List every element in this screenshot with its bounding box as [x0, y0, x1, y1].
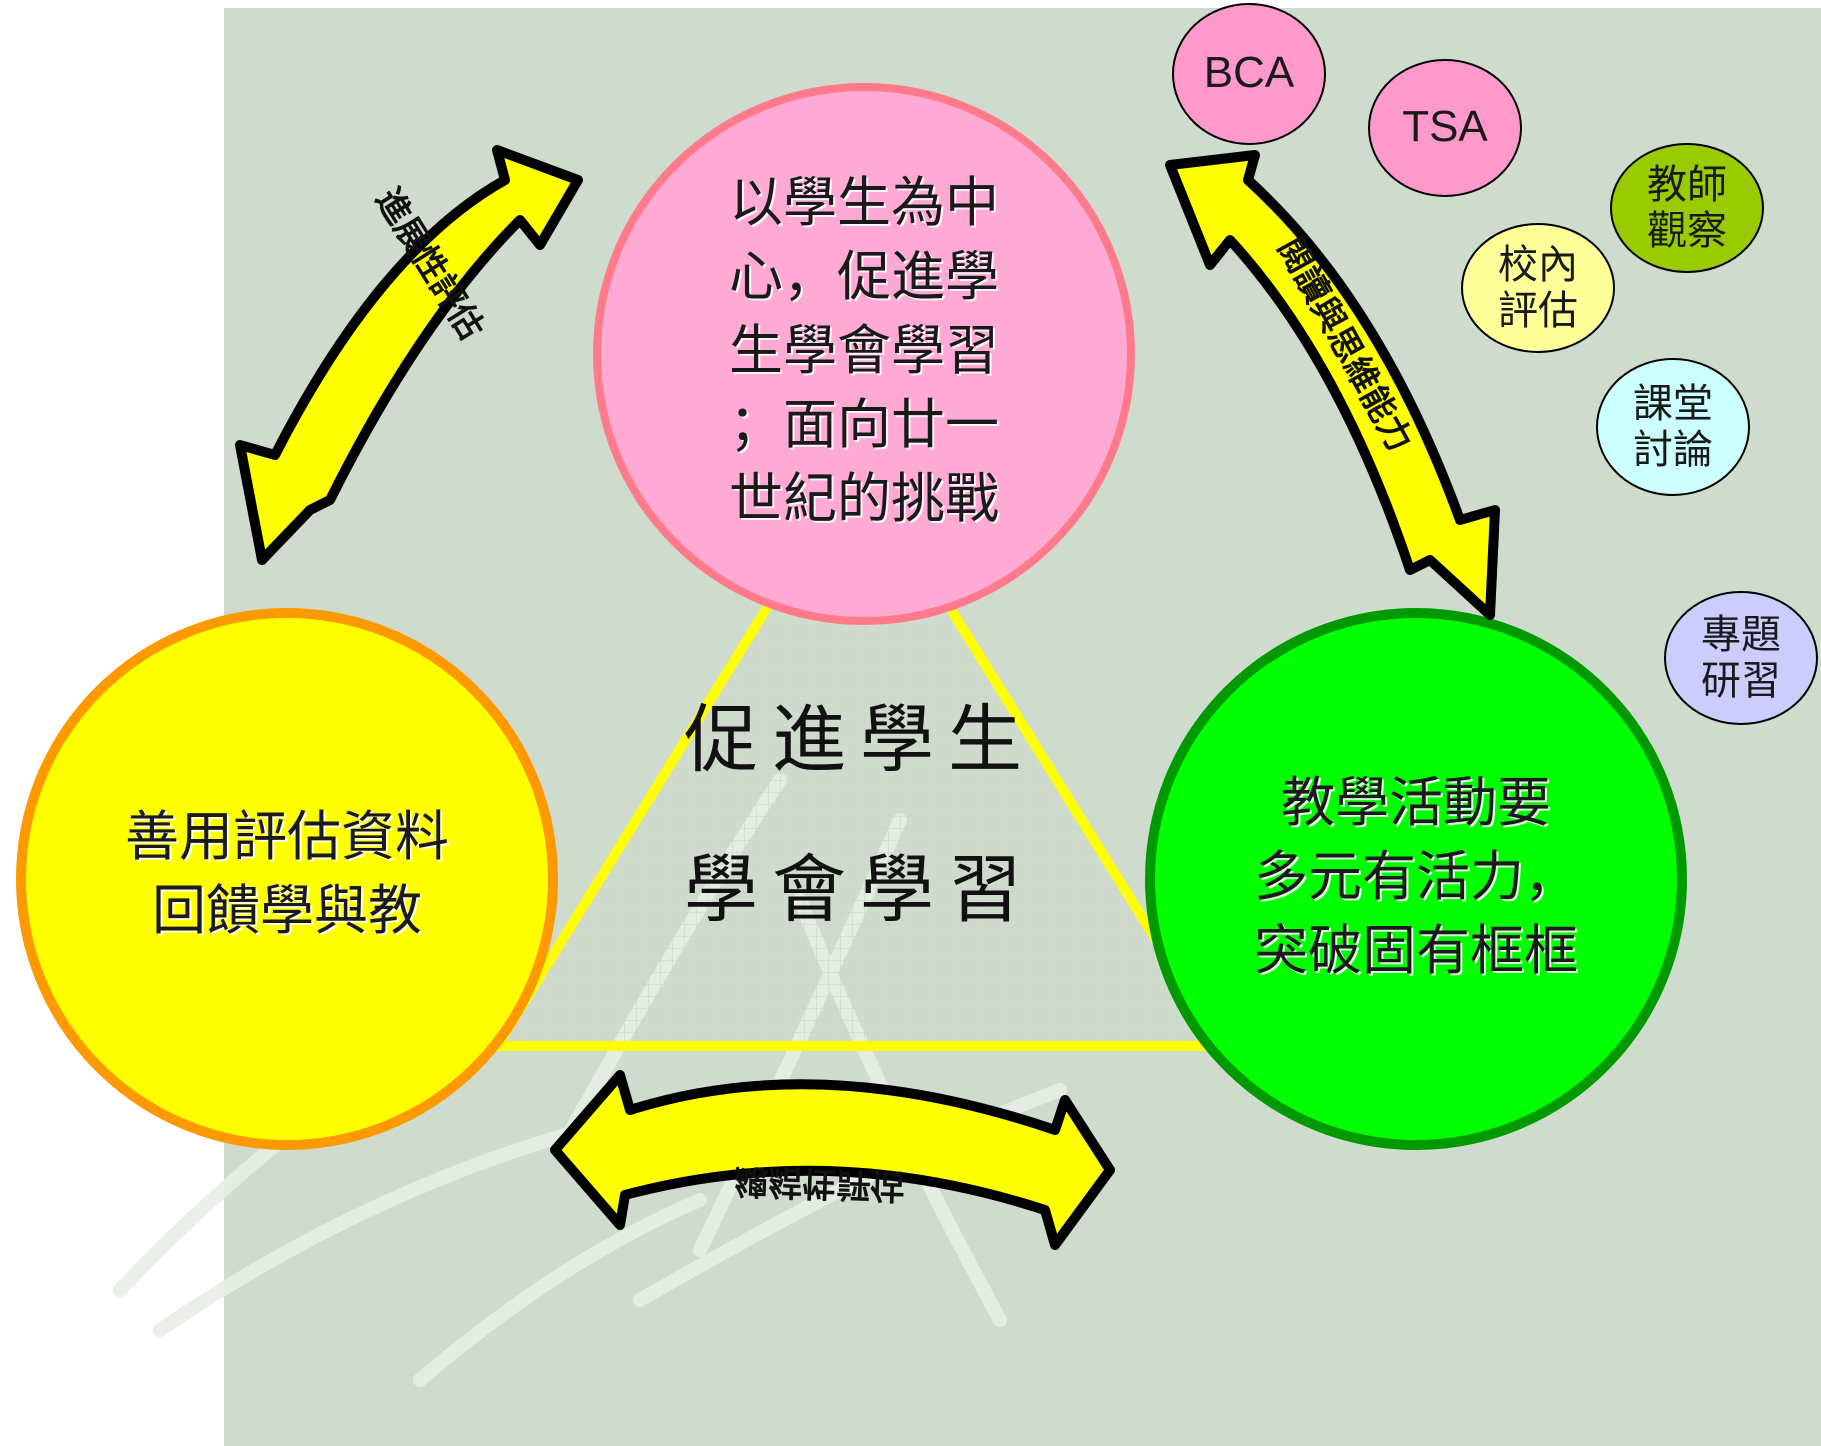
bubble-line: 專題: [1701, 612, 1781, 658]
bubble-tsa-text: TSA: [1402, 102, 1488, 151]
bubble-line: 課堂: [1633, 381, 1713, 427]
bubble-line: 觀察: [1647, 208, 1727, 254]
bubble-teacher-observe: [1610, 143, 1764, 273]
bottom-double-arrow: [550, 1070, 1115, 1250]
top-node-text: 以學生為中 心，促進學 生學會學習 ；面向廿一 世紀的挑戰: [674, 166, 1054, 536]
left-double-arrow: [235, 145, 583, 565]
bubble-project-study: [1664, 591, 1818, 725]
top-node-line: ；面向廿一: [729, 393, 999, 456]
bubble-school-assess-text: 校內 評估: [1462, 242, 1614, 334]
left-node-text: 善用評估資料 回饋學與教: [67, 800, 507, 948]
center-triangle: [488, 450, 1231, 1051]
right-node-circle: [1145, 608, 1687, 1150]
right-node-line: 多元有活力，: [1254, 845, 1578, 908]
top-node-circle: [593, 83, 1135, 625]
right-double-arrow: [1165, 150, 1500, 620]
bubble-class-discuss-text: 課堂 討論: [1597, 381, 1749, 473]
center-label: 促進學生 學會學習: [640, 665, 1080, 965]
top-node-line: 生學會學習: [729, 319, 999, 382]
center-label-line: 促進學生: [684, 697, 1036, 783]
bottom-arrow-label: 總結性評估: [734, 1160, 905, 1206]
bubble-school-assess: [1461, 223, 1615, 353]
top-node-line: 心，促進學: [729, 245, 999, 308]
bubble-line: 校內: [1498, 242, 1578, 288]
bubble-teacher-observe-text: 教師 觀察: [1611, 162, 1763, 254]
top-node-line: 以學生為中: [729, 171, 999, 234]
bubble-line: 討論: [1633, 427, 1713, 473]
left-node-line: 善用評估資料: [125, 805, 449, 868]
bubble-bca-text: BCA: [1203, 48, 1295, 97]
bubble-line: 研習: [1701, 658, 1781, 704]
right-node-line: 教學活動要: [1281, 771, 1551, 834]
center-label-line: 學會學習: [684, 847, 1036, 933]
bubble-line: 教師: [1647, 162, 1727, 208]
bubble-bca: [1172, 3, 1326, 145]
right-node-text: 教學活動要 多元有活力， 突破固有框框: [1196, 766, 1636, 988]
right-node-line: 突破固有框框: [1254, 919, 1578, 982]
bubble-project-study-text: 專題 研習: [1665, 612, 1817, 704]
right-arrow-label: 閱讀與思維能力: [1269, 231, 1419, 459]
bubble-tsa: [1368, 59, 1522, 197]
bubble-class-discuss: [1596, 358, 1750, 496]
left-node-circle: [16, 608, 558, 1150]
top-node-line: 世紀的挑戰: [729, 467, 999, 530]
left-node-line: 回饋學與教: [152, 879, 422, 942]
bubble-line: 評估: [1498, 288, 1578, 334]
